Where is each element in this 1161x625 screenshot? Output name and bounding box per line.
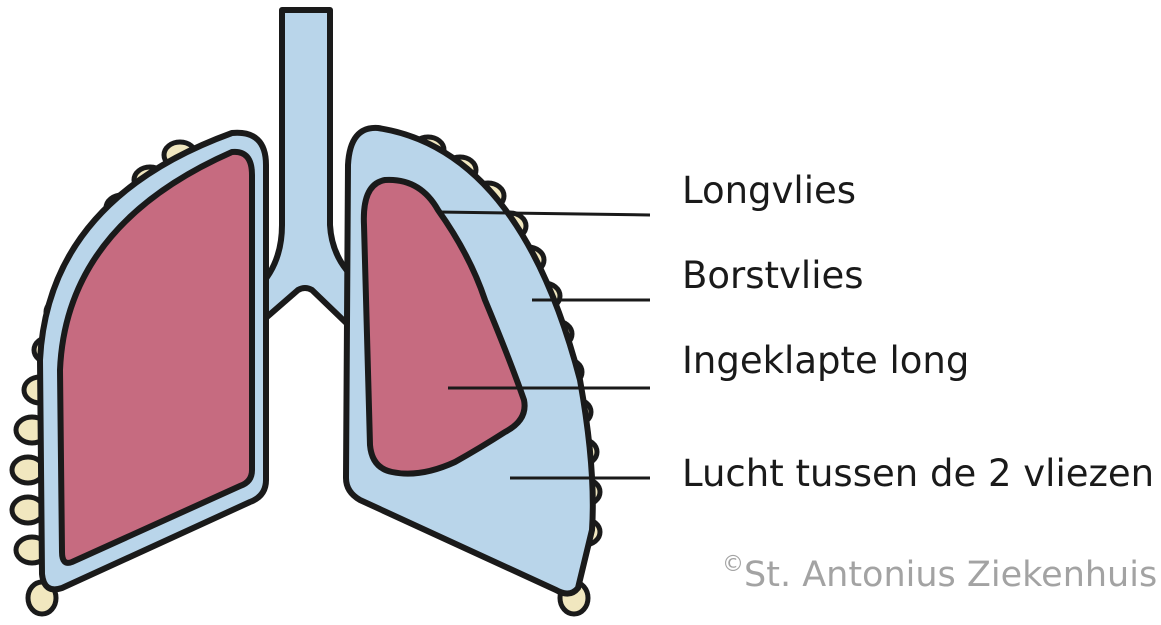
copyright-text: St. Antonius Ziekenhuis [744,555,1157,595]
copyright-credit: ©St. Antonius Ziekenhuis [722,558,1157,593]
label-longvlies: Longvlies [682,172,856,209]
label-ingeklapte-long: Ingeklapte long [682,342,969,379]
label-lucht-tussen-vliezen: Lucht tussen de 2 vliezen [682,455,1154,492]
label-borstvlies: Borstvlies [682,257,864,294]
copyright-symbol: © [722,552,744,577]
